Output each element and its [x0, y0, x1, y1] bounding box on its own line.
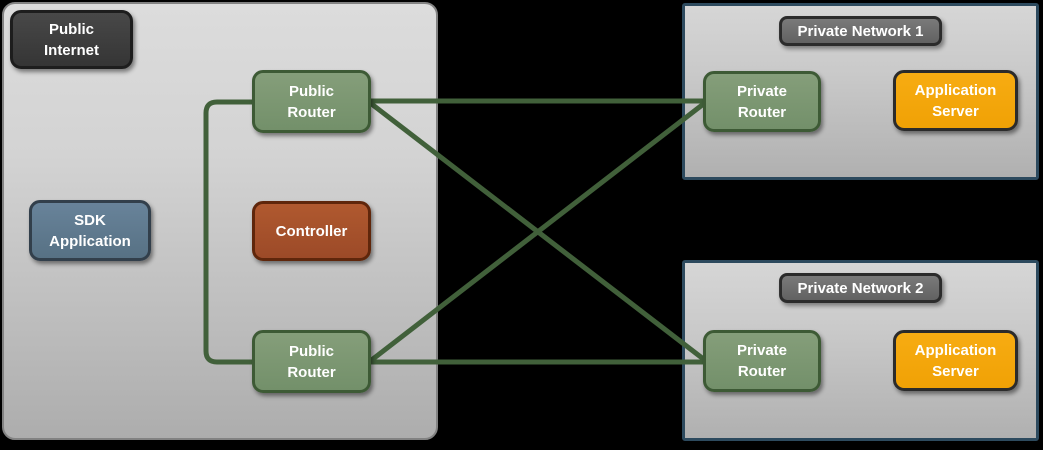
- application-server-1-node: Application Server: [893, 70, 1018, 131]
- private-router-1-node: Private Router: [703, 71, 821, 132]
- public-router-1-node: Public Router: [252, 70, 371, 133]
- private-network-1-label: Private Network 1: [778, 16, 943, 46]
- controller-node: Controller: [252, 201, 371, 261]
- sdk-application-node: SDK Application: [29, 200, 151, 261]
- private-network-1-container: Private Network 1: [682, 3, 1039, 180]
- private-network-2-container: Private Network 2: [682, 260, 1039, 441]
- application-server-2-node: Application Server: [893, 330, 1018, 391]
- private-network-2-label: Private Network 2: [778, 273, 943, 303]
- public-router-2-node: Public Router: [252, 330, 371, 393]
- private-router-2-node: Private Router: [703, 330, 821, 392]
- public-internet-label: Public Internet: [10, 10, 133, 69]
